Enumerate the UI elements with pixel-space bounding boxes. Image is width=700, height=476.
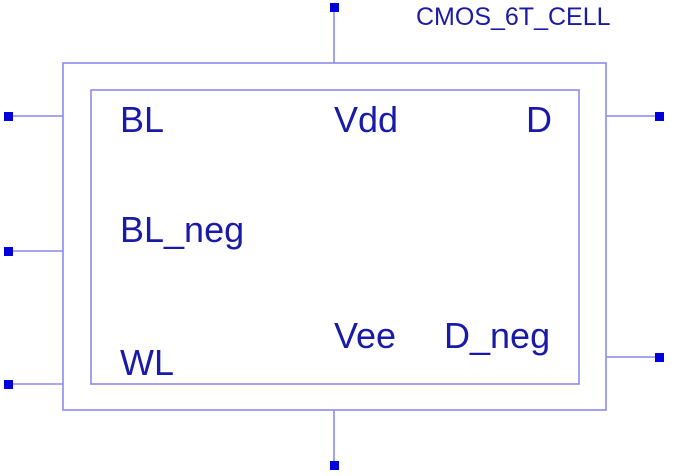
bl-pin-label: BL bbox=[120, 99, 164, 140]
d-neg-pin-label: D_neg bbox=[444, 315, 550, 356]
vdd-pin-terminal[interactable] bbox=[330, 3, 339, 12]
vdd-pin-label: Vdd bbox=[334, 99, 398, 140]
wl-pin-label: WL bbox=[120, 342, 174, 383]
bl-pin-terminal[interactable] bbox=[4, 112, 13, 121]
d-pin-terminal[interactable] bbox=[655, 112, 664, 121]
vee-pin-label: Vee bbox=[334, 315, 396, 356]
d-pin-label: D bbox=[526, 99, 552, 140]
symbol-inner-border bbox=[90, 89, 580, 385]
bl-neg-pin-label: BL_neg bbox=[120, 209, 244, 250]
d-neg-pin-terminal[interactable] bbox=[655, 353, 664, 362]
bl-neg-pin-terminal[interactable] bbox=[4, 247, 13, 256]
vee-pin-terminal[interactable] bbox=[330, 461, 339, 470]
cell-name-label: CMOS_6T_CELL bbox=[416, 3, 611, 31]
wl-pin-terminal[interactable] bbox=[4, 380, 13, 389]
